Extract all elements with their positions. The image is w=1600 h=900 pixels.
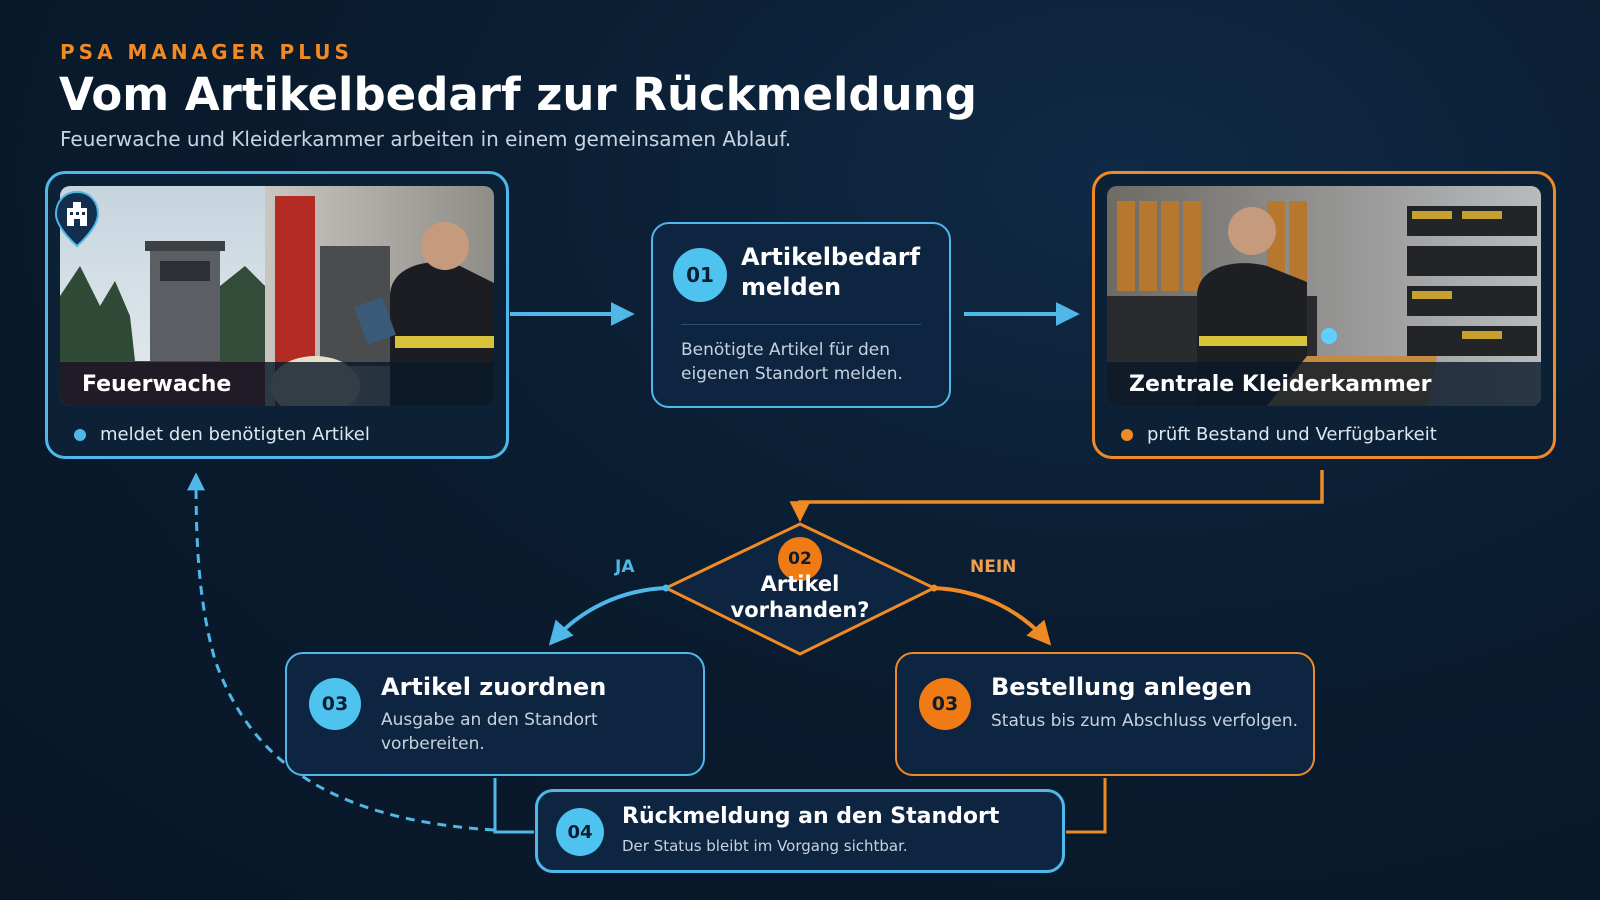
yes-label: JA (615, 557, 635, 577)
arrow-feedback (187, 472, 495, 832)
decision-badge: 02 (778, 537, 822, 581)
arrow-yes (548, 586, 667, 646)
arrow-no (933, 586, 1052, 646)
decision-line2: vorhanden? (730, 598, 870, 622)
storage-bullet-text: prüft Bestand und Verfügbarkeit (1147, 424, 1437, 445)
step3a-card[interactable]: 03 Artikel zuordnen Ausgabe an den Stand… (285, 652, 705, 776)
station-photo: Feuerwache (60, 186, 494, 406)
building-icon (54, 190, 100, 248)
step3a-title: Artikel zuordnen (381, 673, 607, 701)
step4-badge: 04 (556, 808, 604, 856)
arrow-storage-to-decision (789, 470, 1324, 523)
bullet-dot (1121, 428, 1133, 441)
page-subtitle: Feuerwache und Kleiderkammer arbeiten in… (60, 127, 792, 151)
line-step3a-to-step4 (493, 778, 534, 834)
storage-photo: Zentrale Kleiderkammer (1107, 186, 1541, 406)
station-card[interactable]: Feuerwache meldet den benötigten Artikel (45, 171, 509, 459)
step4-title: Rückmeldung an den Standort (622, 804, 1000, 829)
step3a-desc-line2: vorbereiten. (381, 734, 485, 754)
line-step3b-to-step4 (1066, 778, 1107, 834)
storage-name: Zentrale Kleiderkammer (1107, 362, 1541, 406)
step3b-card[interactable]: 03 Bestellung anlegen Status bis zum Abs… (895, 652, 1315, 776)
station-bullet-text: meldet den benötigten Artikel (100, 424, 370, 445)
decision-line1: Artikel (760, 572, 840, 596)
no-label: NEIN (970, 557, 1017, 577)
step1-title-line1: Artikelbedarf (741, 243, 921, 271)
step3b-desc: Status bis zum Abschluss verfolgen. (991, 711, 1299, 731)
decision-diamond (662, 522, 938, 656)
step1-desc-line2: eigenen Standort melden. (681, 364, 903, 384)
eyebrow-label: PSA MANAGER PLUS (60, 40, 353, 64)
step1-desc-line1: Benötigte Artikel für den (681, 340, 891, 360)
station-name: Feuerwache (60, 362, 494, 406)
step3b-title: Bestellung anlegen (991, 673, 1253, 701)
step3a-desc-line1: Ausgabe an den Standort (381, 710, 598, 730)
step3b-badge: 03 (919, 678, 971, 730)
page-title: Vom Artikelbedarf zur Rückmeldung (59, 68, 977, 121)
step3a-badge: 03 (309, 678, 361, 730)
bullet-dot (74, 428, 86, 441)
step1-badge: 01 (673, 248, 727, 302)
station-bullet: meldet den benötigten Artikel (74, 424, 370, 445)
step4-card[interactable]: 04 Rückmeldung an den Standort Der Statu… (535, 789, 1065, 873)
step1-divider (681, 324, 921, 325)
step1-card[interactable]: 01 Artikelbedarf melden Benötigte Artike… (651, 222, 951, 408)
step4-desc: Der Status bleibt im Vorgang sichtbar. (622, 837, 908, 855)
storage-bullet: prüft Bestand und Verfügbarkeit (1121, 424, 1437, 445)
storage-card[interactable]: Zentrale Kleiderkammer prüft Bestand und… (1092, 171, 1556, 459)
step1-title-line2: melden (741, 273, 842, 301)
